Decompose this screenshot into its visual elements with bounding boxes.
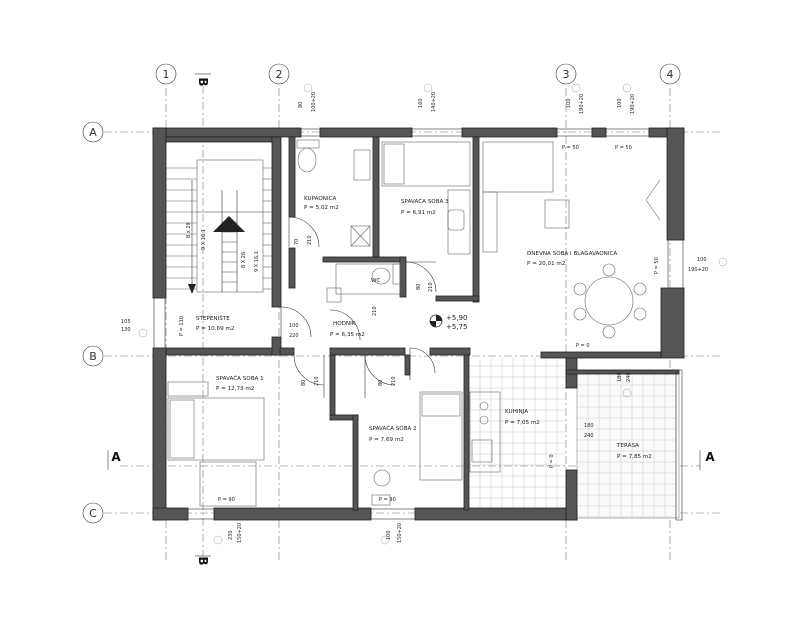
sill-p90-a: P = 90 [218,497,235,503]
section-mark-a-left: A [111,450,121,464]
room-name-soba2: SPAVAĆA SOBA 2 [369,425,417,432]
dim-bottom-2a: 100 [386,530,392,540]
room-name-wc: WC [371,278,381,284]
top-window-dimensions: 80 100+20 160 140+20 100 190+20 100 190+… [298,83,636,114]
sill-p110: P = 110 [179,316,185,336]
section-mark-b-top: B [196,77,210,86]
stair-run-2b: 9 X 16,1 [254,251,260,272]
door-dim-3a: 100 [289,323,299,329]
door-dim-6a: 80 [378,380,384,386]
axis-bubbles: 1 2 3 4 A B C [82,63,681,524]
axis-label-col-2: 2 [276,68,283,81]
door-dim-6b: 210 [391,376,397,386]
section-mark-b-bottom: B [196,556,210,565]
door-dim-1b: 210 [307,235,313,245]
dim-bottom-1b: 150+20 [237,523,243,543]
dim-top-2a: 160 [418,98,424,108]
sill-height-labels: P = 50 P = 50 P = 50 P = 0 P = 0 P = 110… [179,145,660,503]
room-area-kupaonica: P = 5,02 m2 [304,205,339,211]
door-dim-2a: 80 [416,284,422,290]
sill-p50-a: P = 50 [562,145,579,151]
door-dimensions: 70 210 80 210 100 220 210 80 210 80 210 … [289,235,632,439]
dim-bottom-1a: 230 [228,530,234,540]
terrace-dim-1b: 240 [626,372,632,382]
dim-left-b: 130 [121,327,131,333]
door-dim-3b: 220 [289,333,299,339]
dim-top-3a: 100 [566,98,572,108]
sill-p50-b: P = 50 [615,145,632,151]
sill-p0-a: P = 0 [576,343,590,349]
dim-top-4b: 190+20 [630,94,636,114]
room-name-soba1: SPAVAĆA SOBA 1 [216,375,264,382]
room-area-hodnik: P = 6,35 m2 [330,332,365,338]
axis-label-col-3: 3 [563,68,570,81]
sill-p0-b: P = 0 [549,454,555,468]
sill-p50-c: P = 50 [654,257,660,274]
dim-right-a: 100 [697,257,707,263]
dim-top-1b: 100+20 [311,92,317,112]
side-window-dimensions: 100 190+20 105 130 [121,257,728,338]
section-mark-a-right: A [705,450,715,464]
door-swings [280,216,437,398]
kitchen-tiles [469,358,566,508]
room-area-terasa: P = 7,85 m2 [617,454,652,460]
room-area-stepeniste: P = 10,69 m2 [196,326,234,332]
room-name-dnevna: DNEVNA SOBA I BLAGAVAONICA [527,251,617,257]
axis-label-row-b: B [89,350,97,363]
terrace-dim-1a: 180 [617,372,623,382]
walls [152,127,685,521]
room-name-hodnik: HODNIK [333,321,356,327]
dim-bottom-2b: 150+20 [397,523,403,543]
windows [153,128,684,520]
dim-top-4a: 100 [617,98,623,108]
axis-label-col-4: 4 [667,68,674,81]
room-name-soba3: SPAVAĆA SOBA 3 [401,198,449,205]
room-area-soba3: P = 6,91 m2 [401,210,436,216]
door-dim-1a: 70 [294,239,300,245]
section-markers: B B A A [107,73,715,566]
level-lower: +5,75 [446,323,467,331]
axis-label-col-1: 1 [163,68,170,81]
level-marker: +5,90 +5,75 [429,314,467,331]
dim-left-a: 105 [121,319,131,325]
room-name-terasa: TERASA [616,443,639,449]
door-dim-2b: 210 [428,282,434,292]
room-area-kuhinja: P = 7,05 m2 [505,420,540,426]
staircase: 8 x 29 9 X 16,1 8 X 26 9 X 16,1 [166,159,272,294]
room-area-soba1: P = 12,73 m2 [216,386,254,392]
terrace-tiles [576,369,680,519]
stair-run-1: 8 x 29 [186,222,192,238]
dim-right-b: 190+20 [688,267,708,273]
terrace-dim-2a: 180 [584,423,594,429]
terrace-dim-2b: 240 [584,433,594,439]
door-dim-5a: 80 [301,380,307,386]
bottom-window-dimensions: 230 150+20 100 150+20 [213,523,403,545]
stair-run-1b: 9 X 16,1 [201,229,207,250]
room-name-kuhinja: KUHINJA [505,409,528,415]
level-upper: +5,90 [446,314,467,322]
door-dim-5b: 210 [314,376,320,386]
stair-run-2: 8 X 26 [241,252,247,268]
room-area-dnevna: P = 20,01 m2 [527,261,565,267]
room-name-kupaonica: KUPAONICA [304,196,336,202]
axis-label-row-a: A [89,126,97,139]
dim-top-3b: 190+20 [579,94,585,114]
room-labels: KUPAONICA P = 5,02 m2 SPAVAĆA SOBA 3 P =… [196,196,652,460]
dim-top-1a: 80 [298,102,304,108]
furniture [167,139,661,507]
room-area-soba2: P = 7,69 m2 [369,437,404,443]
axis-label-row-c: C [89,507,97,520]
dim-top-2b: 140+20 [431,92,437,112]
room-name-stepeniste: STEPENIŠTE [196,315,230,322]
sill-p90-b: P = 90 [379,497,396,503]
door-dim-4: 210 [372,306,378,316]
